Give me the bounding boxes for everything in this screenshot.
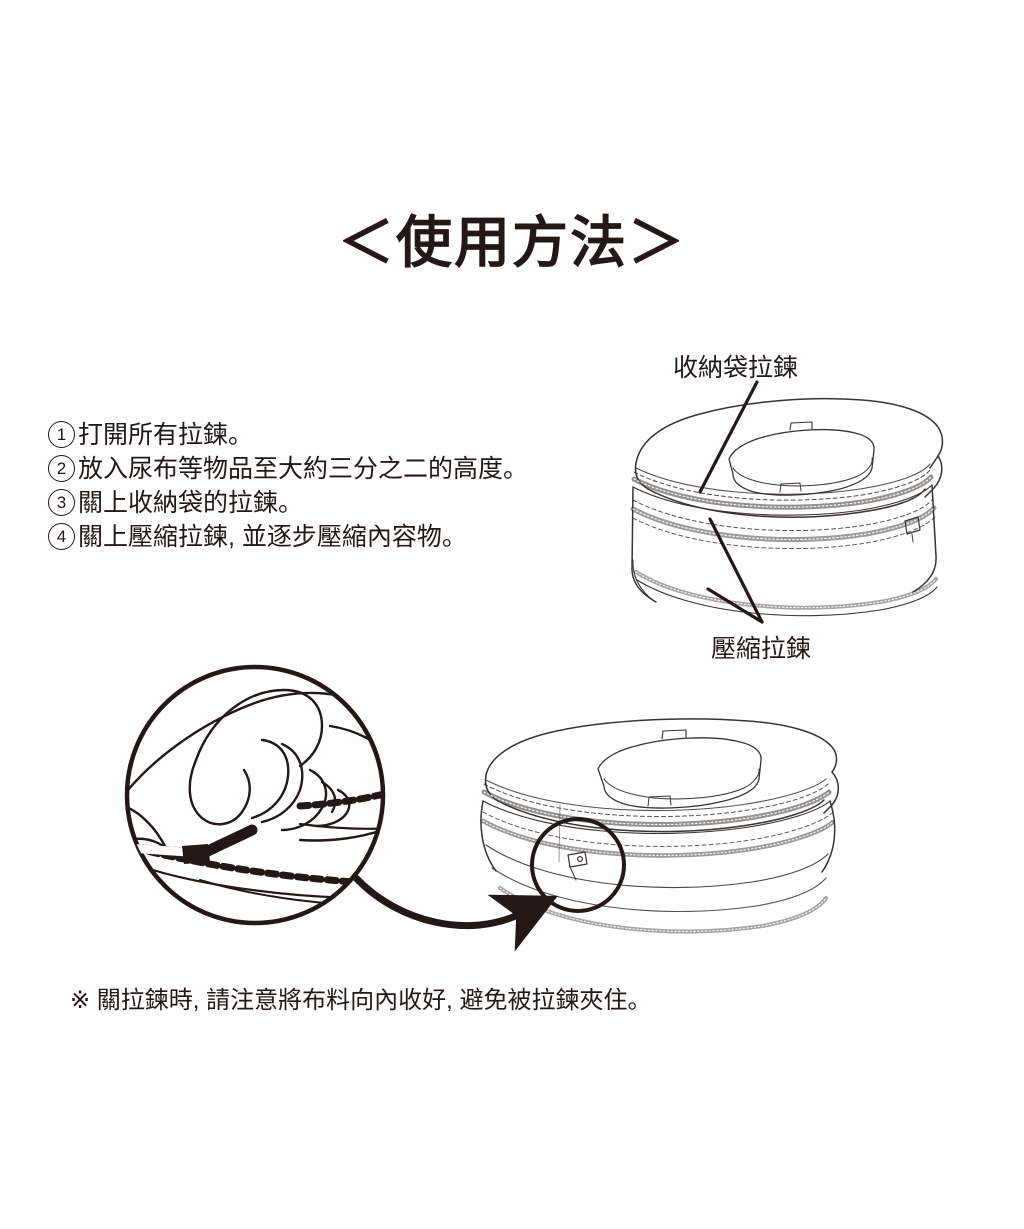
storage-zipper-bottom-bag: [481, 783, 832, 835]
step-number: 1: [48, 421, 75, 448]
leader-line-compression-zipper-lower: [706, 587, 764, 624]
compression-zipper-bottom-bag: [480, 811, 836, 858]
zipper-slider-top-bag: [904, 516, 921, 543]
step-number: 2: [48, 455, 75, 482]
detail-magnifier-circle: [124, 664, 386, 926]
list-item: 1 打開所有拉鍊。: [48, 418, 568, 452]
list-item: 2 放入尿布等物品至大約三分之二的高度。: [48, 452, 568, 486]
page-title: ＜使用方法＞: [338, 211, 686, 274]
detail-to-bag-arrow: [352, 874, 558, 952]
storage-zipper-top-bag: [631, 469, 934, 516]
step-text: 打開所有拉鍊。: [78, 421, 254, 449]
leader-line-compression-zipper-upper: [708, 517, 764, 624]
callout-label-storage-zipper: 收納袋拉鍊: [673, 354, 799, 382]
base-zipper-top-bag: [634, 570, 938, 617]
lid-handle-bottom-bag: [597, 729, 762, 809]
steps-list: 1 打開所有拉鍊。 2 放入尿布等物品至大約三分之二的高度。 3 關上收納袋的拉…: [48, 418, 568, 554]
step-text: 關上壓縮拉鍊, 並逐步壓縮內容物。: [78, 523, 467, 551]
top-bag-illustration: [630, 397, 944, 617]
list-item: 4 關上壓縮拉鍊, 並逐步壓縮內容物。: [48, 520, 568, 554]
list-item: 3 關上收納袋的拉鍊。: [48, 486, 568, 520]
bottom-bag-illustration: [480, 718, 840, 934]
callout-label-compression-zipper: 壓縮拉鍊: [711, 635, 812, 663]
detail-highlight-circle: [530, 817, 626, 913]
step-text: 放入尿布等物品至大約三分之二的高度。: [78, 455, 529, 483]
step-text: 關上收納袋的拉鍊。: [78, 489, 304, 517]
footnote-note: ※ 關拉鍊時, 請注意將布料向內收好, 避免被拉鍊夾住。: [70, 987, 652, 1014]
compression-zipper-top-bag: [630, 498, 937, 550]
step-number: 4: [48, 523, 75, 550]
zipper-slider-bottom-bag: [567, 851, 588, 881]
leader-line-storage-zipper: [698, 380, 759, 494]
lid-handle: [728, 421, 875, 496]
step-number: 3: [48, 489, 75, 516]
